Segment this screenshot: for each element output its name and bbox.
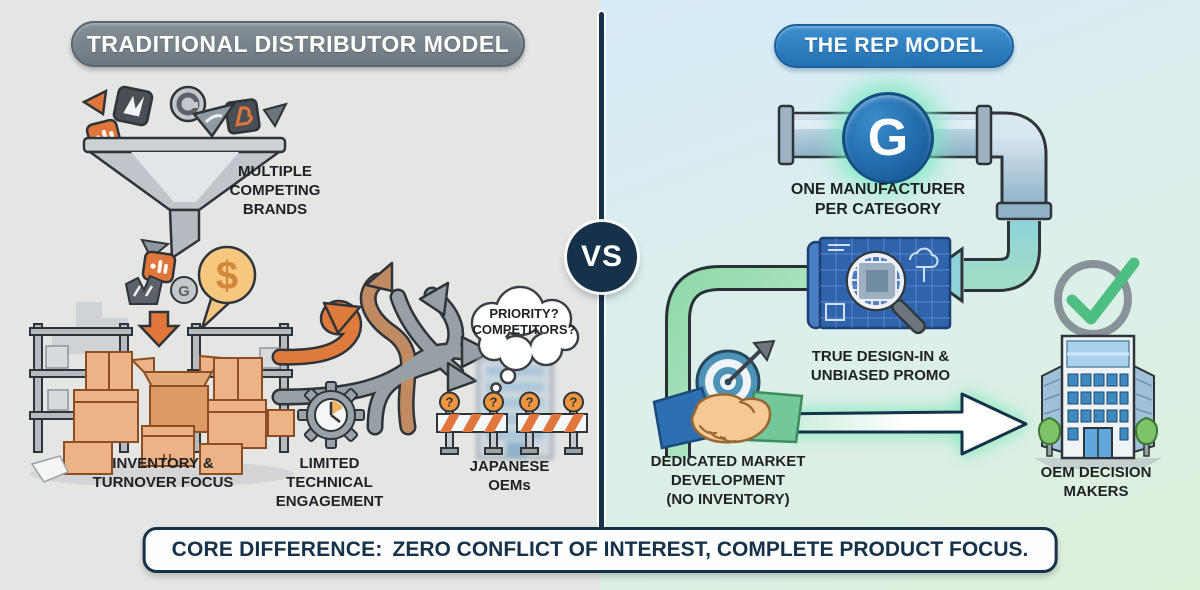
svg-text:?: ? bbox=[570, 395, 578, 410]
check-circle-icon bbox=[1054, 257, 1140, 338]
thought-bubble-icon bbox=[470, 285, 580, 394]
banner-prefix: CORE DIFFERENCE: bbox=[171, 538, 383, 561]
thought-bubble-text: PRIORITY? COMPETITORS? bbox=[472, 306, 576, 337]
cardboard-boxes-icon bbox=[63, 351, 295, 475]
dollar-bubble-icon: $ bbox=[197, 245, 257, 333]
technical-label: LIMITED TECHNICAL ENGAGEMENT bbox=[275, 455, 384, 510]
japanese-oems-label: JAPANESE OEMs bbox=[469, 458, 550, 494]
handshake-icon bbox=[652, 339, 804, 450]
oem-decision-label: OEM DECISION MAKERS bbox=[1040, 464, 1152, 500]
design-in-label: TRUE DESIGN-IN & UNBIASED PROMO bbox=[810, 348, 951, 384]
dollar-sign: $ bbox=[216, 254, 238, 298]
clasped-hands bbox=[690, 393, 772, 444]
svg-text:?: ? bbox=[526, 395, 534, 410]
tangled-arrows-icon bbox=[271, 261, 494, 436]
funnel-icon bbox=[81, 85, 288, 261]
multiple-brands-label: MULTIPLE COMPETING BRANDS bbox=[229, 163, 321, 218]
core-difference-banner: CORE DIFFERENCE: ZERO CONFLICT OF INTERES… bbox=[142, 527, 1058, 573]
market-development-label: DEDICATED MARKET DEVELOPMENT (NO INVENTO… bbox=[650, 453, 806, 508]
g-logo-icon: G bbox=[842, 92, 934, 184]
falling-brand-icons: G bbox=[124, 238, 198, 348]
green-connector-icon bbox=[665, 265, 828, 459]
tree-icon bbox=[1038, 416, 1158, 457]
banner-text: ZERO CONFLICT OF INTEREST, COMPLETE PROD… bbox=[392, 538, 1029, 561]
inventory-scene bbox=[29, 302, 295, 487]
inventory-label: INVENTORY & TURNOVER FOCUS bbox=[92, 455, 234, 491]
office-building-icon bbox=[1034, 334, 1162, 469]
brand-g-letter: G bbox=[178, 283, 190, 300]
brand-logo-icon bbox=[112, 85, 154, 127]
svg-text:?: ? bbox=[446, 395, 454, 410]
left-header-pill: TRADITIONAL DISTRIBUTOR MODEL bbox=[71, 21, 525, 67]
magnifier-icon bbox=[845, 250, 927, 335]
vs-badge: VS bbox=[567, 222, 637, 292]
right-header-pill: THE REP MODEL bbox=[774, 24, 1014, 68]
one-manufacturer-label: ONE MANUFACTURER PER CATEGORY bbox=[790, 181, 966, 218]
barrier-icons: ? ? ? ? bbox=[436, 391, 588, 455]
paper-icon bbox=[30, 455, 70, 483]
question-marks: ? ? ? ? bbox=[446, 395, 578, 410]
gear-clock-icon bbox=[297, 381, 365, 449]
down-arrow-icon bbox=[137, 310, 181, 348]
blueprint-magnifier-icon bbox=[806, 236, 952, 335]
svg-text:?: ? bbox=[490, 395, 498, 410]
